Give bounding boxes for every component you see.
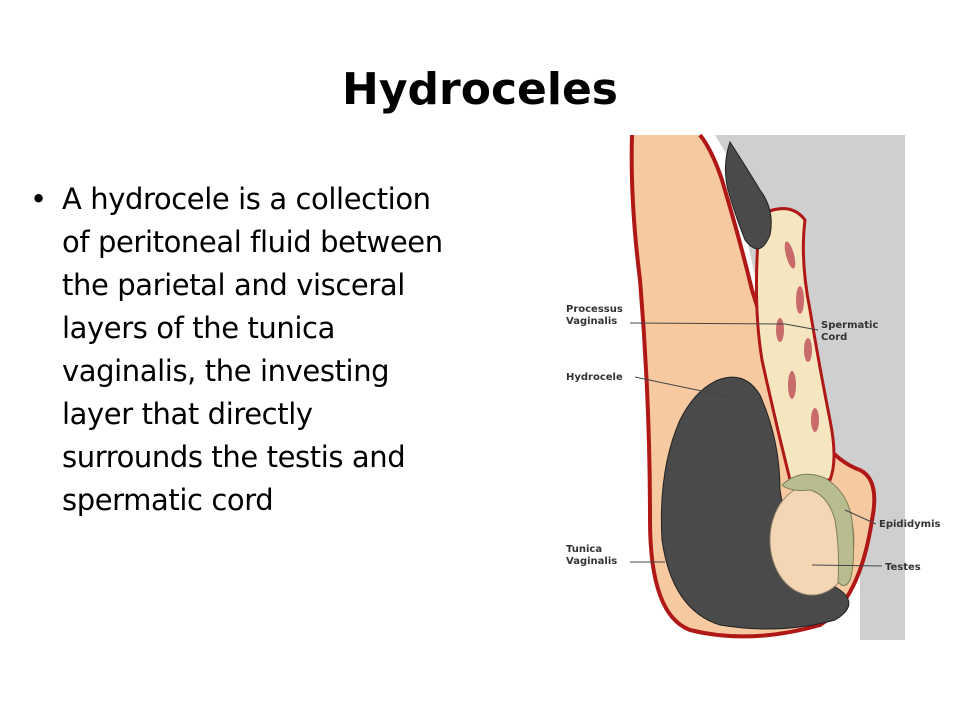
bullet-line-2: of peritoneal fluid between (62, 225, 443, 259)
bullet-line-4: layers of the tunica (62, 311, 335, 345)
spermatic-leader (784, 323, 819, 331)
cord-vessel (776, 318, 784, 342)
bullet-line-3: the parietal and visceral (62, 268, 405, 302)
label-hydrocele: Hydrocele (566, 372, 623, 383)
hydrocele-leader (634, 376, 736, 399)
cord-vessel (784, 241, 796, 269)
bullet-line-6: layer that directly (62, 397, 313, 431)
label-spermatic-1: Spermatic (821, 320, 878, 331)
label-tunica-2: Vaginalis (566, 556, 617, 567)
label-tunica-1: Tunica (566, 544, 602, 555)
bullet-line-7: surrounds the testis and (62, 440, 406, 474)
label-processus-1: Processus (566, 304, 623, 315)
processus-vaginalis (724, 140, 772, 250)
cord-vessel (788, 371, 796, 399)
epididymis (781, 473, 855, 586)
background-tissue (640, 135, 905, 640)
epididymis-leader (844, 509, 877, 525)
bullet-list: • A hydrocele is a collection of periton… (30, 178, 560, 522)
label-epididymis: Epididymis (879, 519, 941, 530)
slide-title: Hydroceles (342, 64, 618, 115)
processus-leader (629, 322, 786, 325)
cord-vessel (804, 338, 812, 362)
label-testes: Testes (885, 562, 921, 573)
testes-leader (811, 564, 883, 567)
bullet-line-8: spermatic cord (62, 483, 274, 517)
bullet-line-1: A hydrocele is a collection (62, 182, 431, 216)
hydrocele-diagram: Processus Vaginalis Hydrocele Tunica Vag… (566, 133, 941, 640)
bullet-item: • A hydrocele is a collection of periton… (30, 178, 560, 522)
outer-membrane (629, 134, 877, 639)
bullet-line-5: vaginalis, the investing (62, 354, 390, 388)
bullet-icon: • (30, 182, 47, 216)
cord-vessel (796, 286, 804, 314)
cord-vessel (811, 408, 819, 432)
label-spermatic-2: Cord (821, 332, 847, 343)
label-processus-2: Vaginalis (566, 316, 617, 327)
